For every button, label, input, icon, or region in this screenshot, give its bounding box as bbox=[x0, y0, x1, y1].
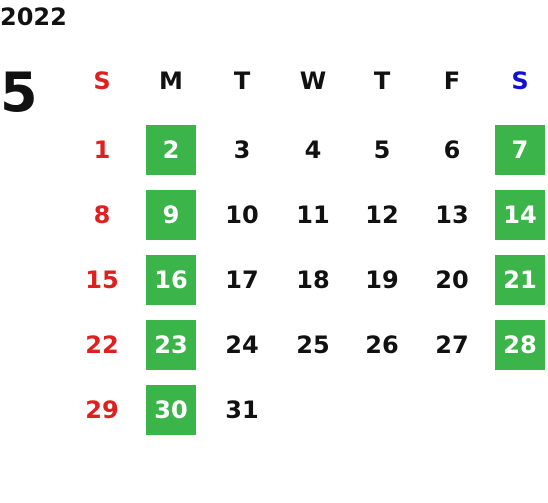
weekday-header: S bbox=[511, 67, 529, 95]
day-cell: 27 bbox=[435, 331, 469, 359]
day-cell: 4 bbox=[304, 136, 322, 164]
day-cell: 7 bbox=[495, 125, 545, 175]
month-label: 5 bbox=[0, 61, 38, 124]
day-cell: 8 bbox=[93, 201, 111, 229]
day-cell: 23 bbox=[146, 320, 196, 370]
day-cell: 6 bbox=[443, 136, 461, 164]
day-cell: 13 bbox=[435, 201, 469, 229]
weekday-header: W bbox=[299, 67, 327, 95]
day-cell: 1 bbox=[93, 136, 111, 164]
day-cell: 28 bbox=[495, 320, 545, 370]
day-cell: 22 bbox=[85, 331, 119, 359]
day-cell: 2 bbox=[146, 125, 196, 175]
day-cell: 10 bbox=[225, 201, 259, 229]
day-cell: 30 bbox=[146, 385, 196, 435]
day-cell: 11 bbox=[296, 201, 330, 229]
day-cell: 18 bbox=[296, 266, 330, 294]
day-cell: 12 bbox=[365, 201, 399, 229]
day-cell: 26 bbox=[365, 331, 399, 359]
year-label: 2022 bbox=[0, 3, 67, 31]
day-cell: 5 bbox=[373, 136, 391, 164]
weekday-header: T bbox=[233, 67, 251, 95]
day-cell: 29 bbox=[85, 396, 119, 424]
day-cell: 3 bbox=[233, 136, 251, 164]
day-cell: 31 bbox=[225, 396, 259, 424]
day-cell: 17 bbox=[225, 266, 259, 294]
weekday-header: T bbox=[373, 67, 391, 95]
day-cell: 19 bbox=[365, 266, 399, 294]
day-cell: 9 bbox=[146, 190, 196, 240]
day-cell: 25 bbox=[296, 331, 330, 359]
day-cell: 24 bbox=[225, 331, 259, 359]
weekday-header: S bbox=[93, 67, 111, 95]
day-cell: 20 bbox=[435, 266, 469, 294]
weekday-header: F bbox=[443, 67, 461, 95]
day-cell: 16 bbox=[146, 255, 196, 305]
weekday-header: M bbox=[159, 67, 183, 95]
day-cell: 15 bbox=[85, 266, 119, 294]
day-cell: 14 bbox=[495, 190, 545, 240]
day-cell: 21 bbox=[495, 255, 545, 305]
